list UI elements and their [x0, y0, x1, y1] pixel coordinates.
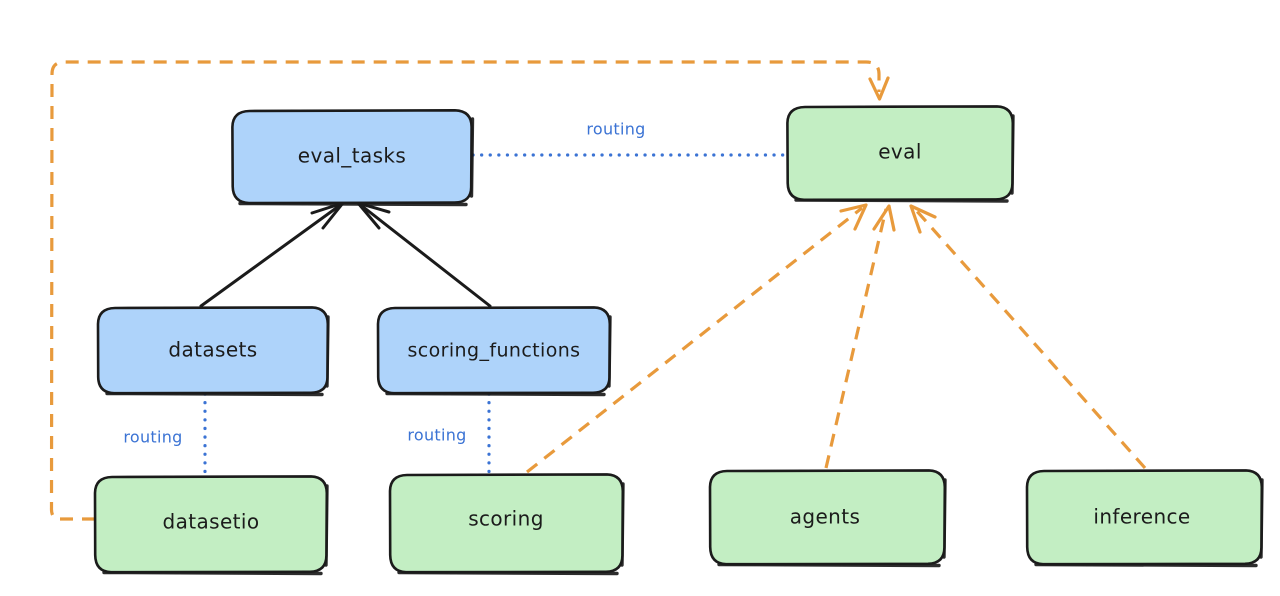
node-datasets-fill [98, 307, 328, 393]
node-scoring-functions-fill [378, 307, 610, 393]
node-inference-fill [1027, 470, 1262, 564]
node-datasetio-label: datasetio [162, 510, 259, 534]
node-eval[interactable]: eval [786, 105, 1015, 203]
node-scoring-functions-label: scoring_functions [408, 340, 581, 362]
node-eval-tasks-fill [232, 110, 472, 203]
edge-datasets-to-eval-tasks [199, 201, 345, 308]
node-inference-label: inference [1093, 505, 1190, 529]
edge-label-routing-left: routing [123, 428, 182, 447]
edge-label-routing-middle: routing [407, 426, 466, 445]
node-datasetio[interactable]: datasetio [93, 475, 329, 576]
edge-inference-to-eval [909, 204, 1147, 470]
node-scoring-functions[interactable]: scoring_functions [376, 306, 612, 397]
edge-scoring-to-eval [526, 203, 868, 474]
node-datasets-label: datasets [168, 338, 257, 362]
node-agents-fill [710, 470, 945, 564]
edge-agents-to-eval [824, 204, 896, 469]
node-agents[interactable]: agents [708, 469, 947, 568]
edge-label-routing-top: routing [586, 120, 645, 139]
node-eval-label: eval [878, 140, 922, 164]
node-datasets[interactable]: datasets [96, 306, 330, 397]
node-inference[interactable]: inference [1025, 469, 1264, 568]
node-eval-tasks-label: eval_tasks [298, 144, 406, 168]
node-eval-fill [787, 106, 1013, 200]
edge-datasetio-to-eval [49, 60, 890, 521]
edge-scoring-functions-to-eval-tasks [356, 201, 492, 308]
node-datasetio-fill [95, 476, 327, 572]
node-scoring[interactable]: scoring [388, 473, 625, 576]
node-scoring-label: scoring [468, 507, 544, 531]
node-eval-tasks[interactable]: eval_tasks [231, 109, 475, 207]
node-agents-label: agents [790, 505, 861, 529]
node-scoring-fill [390, 474, 623, 572]
